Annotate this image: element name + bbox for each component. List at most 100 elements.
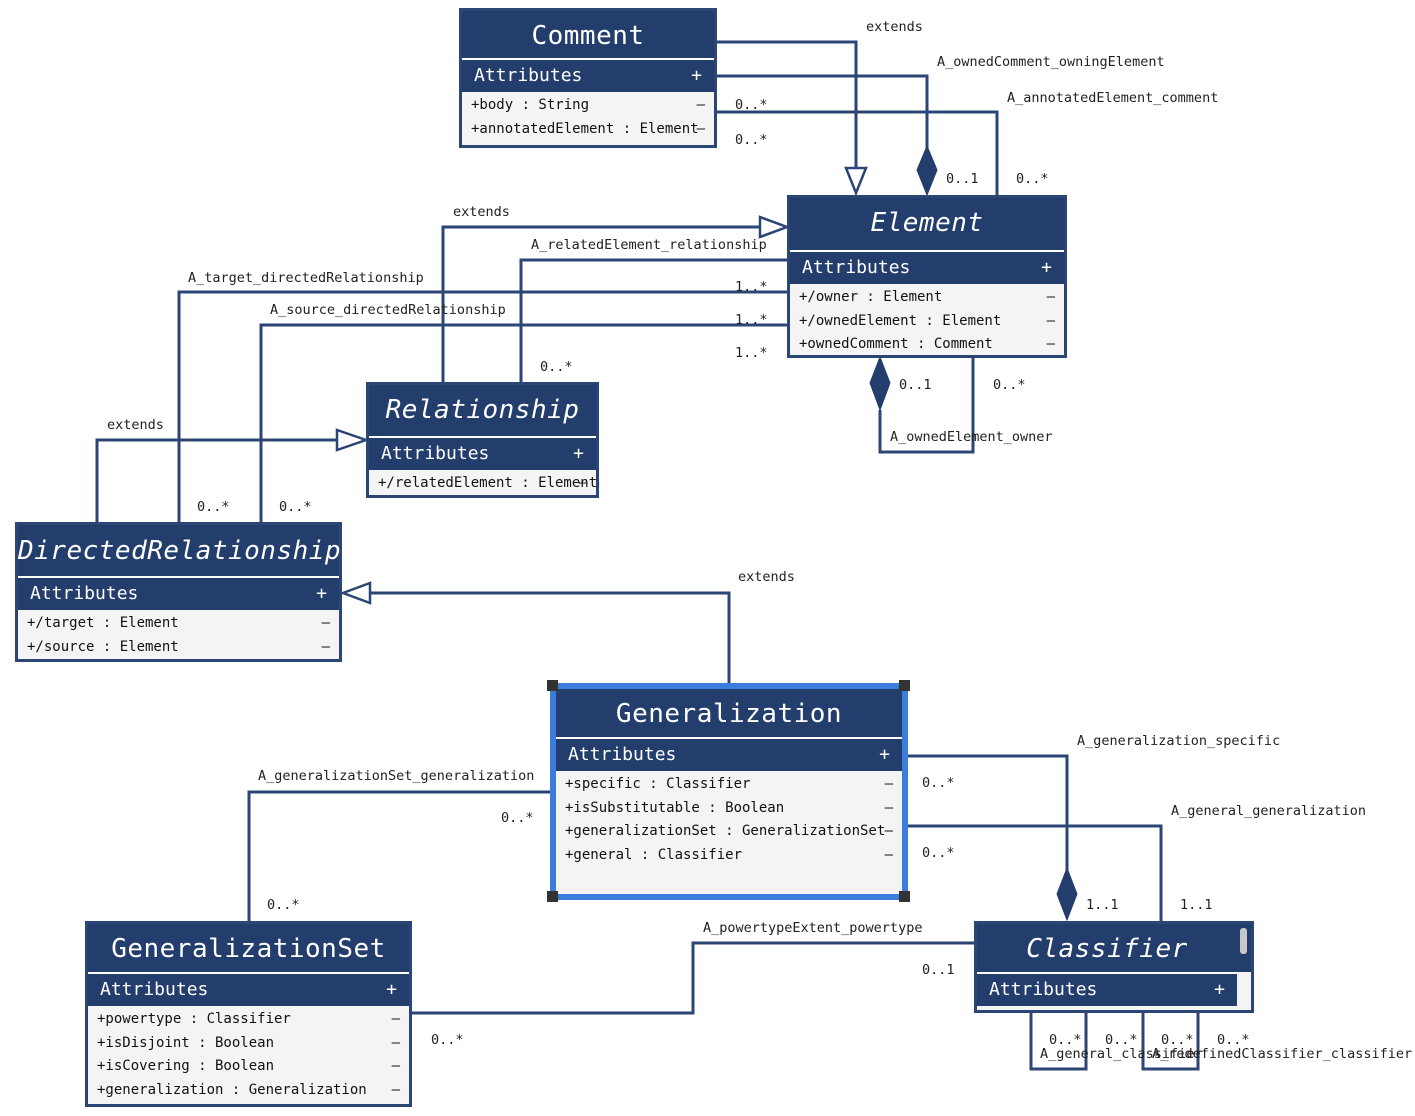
association-label: A_general_classifier (1040, 1046, 1203, 1062)
remove-attribute-button[interactable]: – (884, 846, 893, 863)
attributes-header[interactable]: Attributes + (556, 737, 902, 771)
attribute-row[interactable]: +general : Classifier – (556, 844, 902, 868)
composition-diamond-comment (916, 144, 938, 197)
class-comment[interactable]: Comment Attributes + +body : String– +an… (459, 8, 717, 148)
attribute-row[interactable]: +generalization : Generalization – (88, 1079, 409, 1103)
attribute-text: +generalization : Generalization (97, 1081, 367, 1098)
attribute-text: +ownedComment : Comment (799, 336, 993, 352)
multiplicity-label: 0..* (540, 359, 573, 375)
assoc-owned-element-owner (878, 357, 975, 454)
attribute-row[interactable]: +annotatedElement : Element– (462, 118, 714, 142)
add-attribute-button[interactable]: + (879, 744, 890, 765)
attribute-row[interactable]: +ownedComment : Comment – (790, 333, 1064, 357)
multiplicity-label: 0..1 (946, 171, 979, 187)
remove-attribute-button[interactable]: – (391, 1034, 400, 1051)
attribute-row[interactable]: +/source : Element– (18, 636, 339, 660)
attributes-header[interactable]: Attributes + (462, 58, 714, 92)
assoc-generalizationset-generalization (247, 790, 553, 922)
attribute-row[interactable]: +/ownedElement : Element– (790, 310, 1064, 334)
attribute-row[interactable]: +powertype : Classifier – (88, 1008, 409, 1032)
attributes-header[interactable]: Attributes + (790, 250, 1064, 284)
attributes-header[interactable]: Attributes + (977, 972, 1237, 1006)
composition-diamond-classifier (1056, 866, 1078, 922)
generalization-generalization-directed (370, 591, 731, 686)
add-attribute-button[interactable]: + (316, 583, 327, 604)
assoc-target (177, 290, 789, 523)
remove-attribute-button[interactable]: – (884, 776, 893, 792)
attribute-row[interactable]: +isCovering : Boolean– (88, 1055, 409, 1079)
resize-handle-bottom-left[interactable] (547, 891, 558, 902)
extends-label: extends (866, 19, 923, 35)
multiplicity-label: 1..* (735, 312, 768, 328)
remove-attribute-button[interactable]: – (321, 638, 330, 655)
attributes-label: Attributes (381, 443, 490, 464)
attribute-row[interactable]: +body : String – (462, 94, 714, 118)
extends-arrowhead-comment (844, 166, 868, 197)
resize-handle-bottom-right[interactable] (899, 891, 910, 902)
class-directed-relationship[interactable]: DirectedRelationship Attributes + +/targ… (15, 522, 342, 662)
multiplicity-label: 0..* (1049, 1032, 1082, 1048)
association-label: A_generalizationSet_generalization (258, 768, 535, 784)
multiplicity-label: 0..1 (922, 962, 955, 978)
attribute-text: +general : Classifier (565, 846, 743, 863)
remove-attribute-button[interactable]: – (391, 1011, 400, 1027)
extends-label: extends (453, 204, 510, 220)
remove-attribute-button[interactable]: – (321, 615, 330, 631)
remove-attribute-button[interactable]: – (1046, 289, 1055, 305)
scrollbar-thumb[interactable] (1240, 928, 1247, 954)
multiplicity-label: 0..* (922, 845, 955, 861)
remove-attribute-button[interactable]: – (1046, 312, 1055, 329)
attribute-row[interactable]: +specific : Classifier– (556, 773, 902, 797)
class-element[interactable]: Element Attributes + +/owner : Element– … (787, 195, 1067, 358)
assoc-source (259, 323, 789, 523)
multiplicity-label: 0..1 (899, 377, 932, 393)
attributes-header[interactable]: Attributes + (88, 972, 409, 1006)
class-generalization[interactable]: Generalization Attributes + +specific : … (550, 683, 908, 900)
composition-diamond-element (869, 355, 891, 412)
remove-attribute-button[interactable]: – (884, 823, 893, 839)
attribute-row[interactable]: +/target : Element – (18, 612, 339, 636)
remove-attribute-button[interactable]: – (696, 120, 705, 137)
multiplicity-label: 1..1 (1086, 897, 1119, 913)
attribute-row[interactable]: +generalizationSet : GeneralizationSet– (556, 820, 902, 844)
extends-label: extends (738, 569, 795, 585)
attribute-row[interactable]: +/owner : Element– (790, 286, 1064, 310)
attribute-text: +powertype : Classifier (97, 1011, 291, 1027)
remove-attribute-button[interactable]: – (696, 97, 705, 113)
attribute-text: +annotatedElement : Element (471, 120, 699, 137)
resize-handle-top-right[interactable] (899, 680, 910, 691)
multiplicity-label: 0..* (1161, 1032, 1194, 1048)
add-attribute-button[interactable]: + (1214, 979, 1225, 1000)
remove-attribute-button[interactable]: – (391, 1058, 400, 1074)
assoc-generalization-specific (904, 754, 1069, 870)
resize-handle-top-left[interactable] (547, 680, 558, 691)
multiplicity-label: 0..* (993, 377, 1026, 393)
association-label: A_source_directedRelationship (270, 302, 506, 318)
attribute-text: +body : String (471, 97, 590, 113)
association-label: A_ownedElement_owner (890, 429, 1053, 445)
remove-attribute-button[interactable]: – (391, 1081, 400, 1098)
class-generalization-set[interactable]: GeneralizationSet Attributes + +powertyp… (85, 921, 412, 1107)
add-attribute-button[interactable]: + (573, 443, 584, 464)
class-name: Classifier (977, 924, 1251, 972)
multiplicity-label: 0..* (735, 132, 768, 148)
attributes-label: Attributes (802, 257, 911, 278)
remove-attribute-button[interactable]: – (884, 799, 893, 816)
add-attribute-button[interactable]: + (691, 65, 702, 86)
class-relationship[interactable]: Relationship Attributes + +/relatedEleme… (366, 382, 599, 498)
attributes-header[interactable]: Attributes + (18, 576, 339, 610)
attribute-row[interactable]: +isSubstitutable : Boolean– (556, 797, 902, 821)
add-attribute-button[interactable]: + (1041, 257, 1052, 278)
attribute-text: +/target : Element (27, 615, 179, 631)
remove-attribute-button[interactable]: – (1046, 336, 1055, 352)
attribute-row[interactable]: +/relatedElement : Element– (369, 472, 597, 496)
class-classifier[interactable]: Classifier Attributes + (974, 921, 1254, 1013)
attributes-label: Attributes (30, 583, 139, 604)
remove-attribute-button[interactable]: – (578, 475, 587, 491)
add-attribute-button[interactable]: + (386, 979, 397, 1000)
generalization-directed-relationship (95, 438, 337, 523)
attributes-header[interactable]: Attributes + (369, 436, 596, 470)
attribute-row[interactable]: +isDisjoint : Boolean– (88, 1032, 409, 1056)
class-name: Element (790, 198, 1064, 250)
multiplicity-label: 1..* (735, 345, 768, 361)
